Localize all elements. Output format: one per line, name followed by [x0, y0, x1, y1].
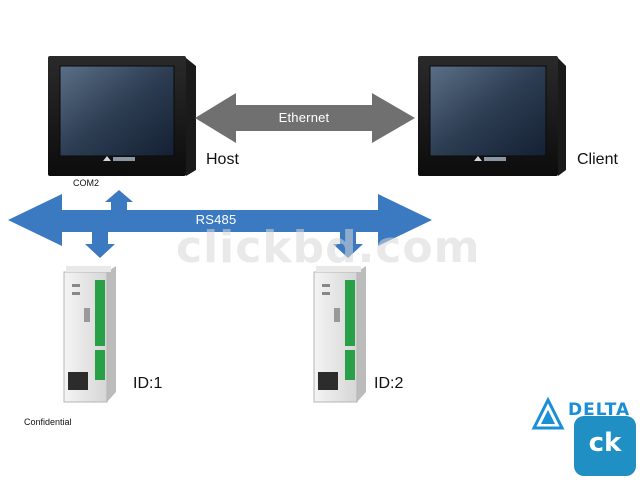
- site-badge: ck: [574, 416, 636, 476]
- rs485-label: RS485: [195, 212, 237, 227]
- delta-logo-icon: [531, 396, 565, 430]
- plc-device-1: [63, 266, 116, 403]
- plc-device-2: [313, 266, 366, 403]
- ethernet-arrow: [195, 93, 415, 143]
- rs485-bus-arrow: [8, 190, 432, 258]
- ethernet-label: Ethernet: [278, 110, 330, 125]
- confidential-label: Confidential: [24, 417, 72, 427]
- host-hmi-panel: [48, 56, 196, 176]
- host-label: Host: [206, 151, 239, 168]
- client-label: Client: [577, 151, 618, 168]
- com2-port-label: COM2: [73, 178, 100, 188]
- site-watermark: clickbd.com: [176, 222, 481, 273]
- delta-brand: DELTA: [532, 400, 630, 420]
- delta-brand-text: DELTA: [568, 400, 631, 420]
- plc2-id-label: ID:2: [374, 375, 404, 392]
- plc1-id-label: ID:1: [133, 375, 163, 392]
- client-hmi-panel: [418, 56, 566, 176]
- badge-letters: ck: [588, 428, 622, 458]
